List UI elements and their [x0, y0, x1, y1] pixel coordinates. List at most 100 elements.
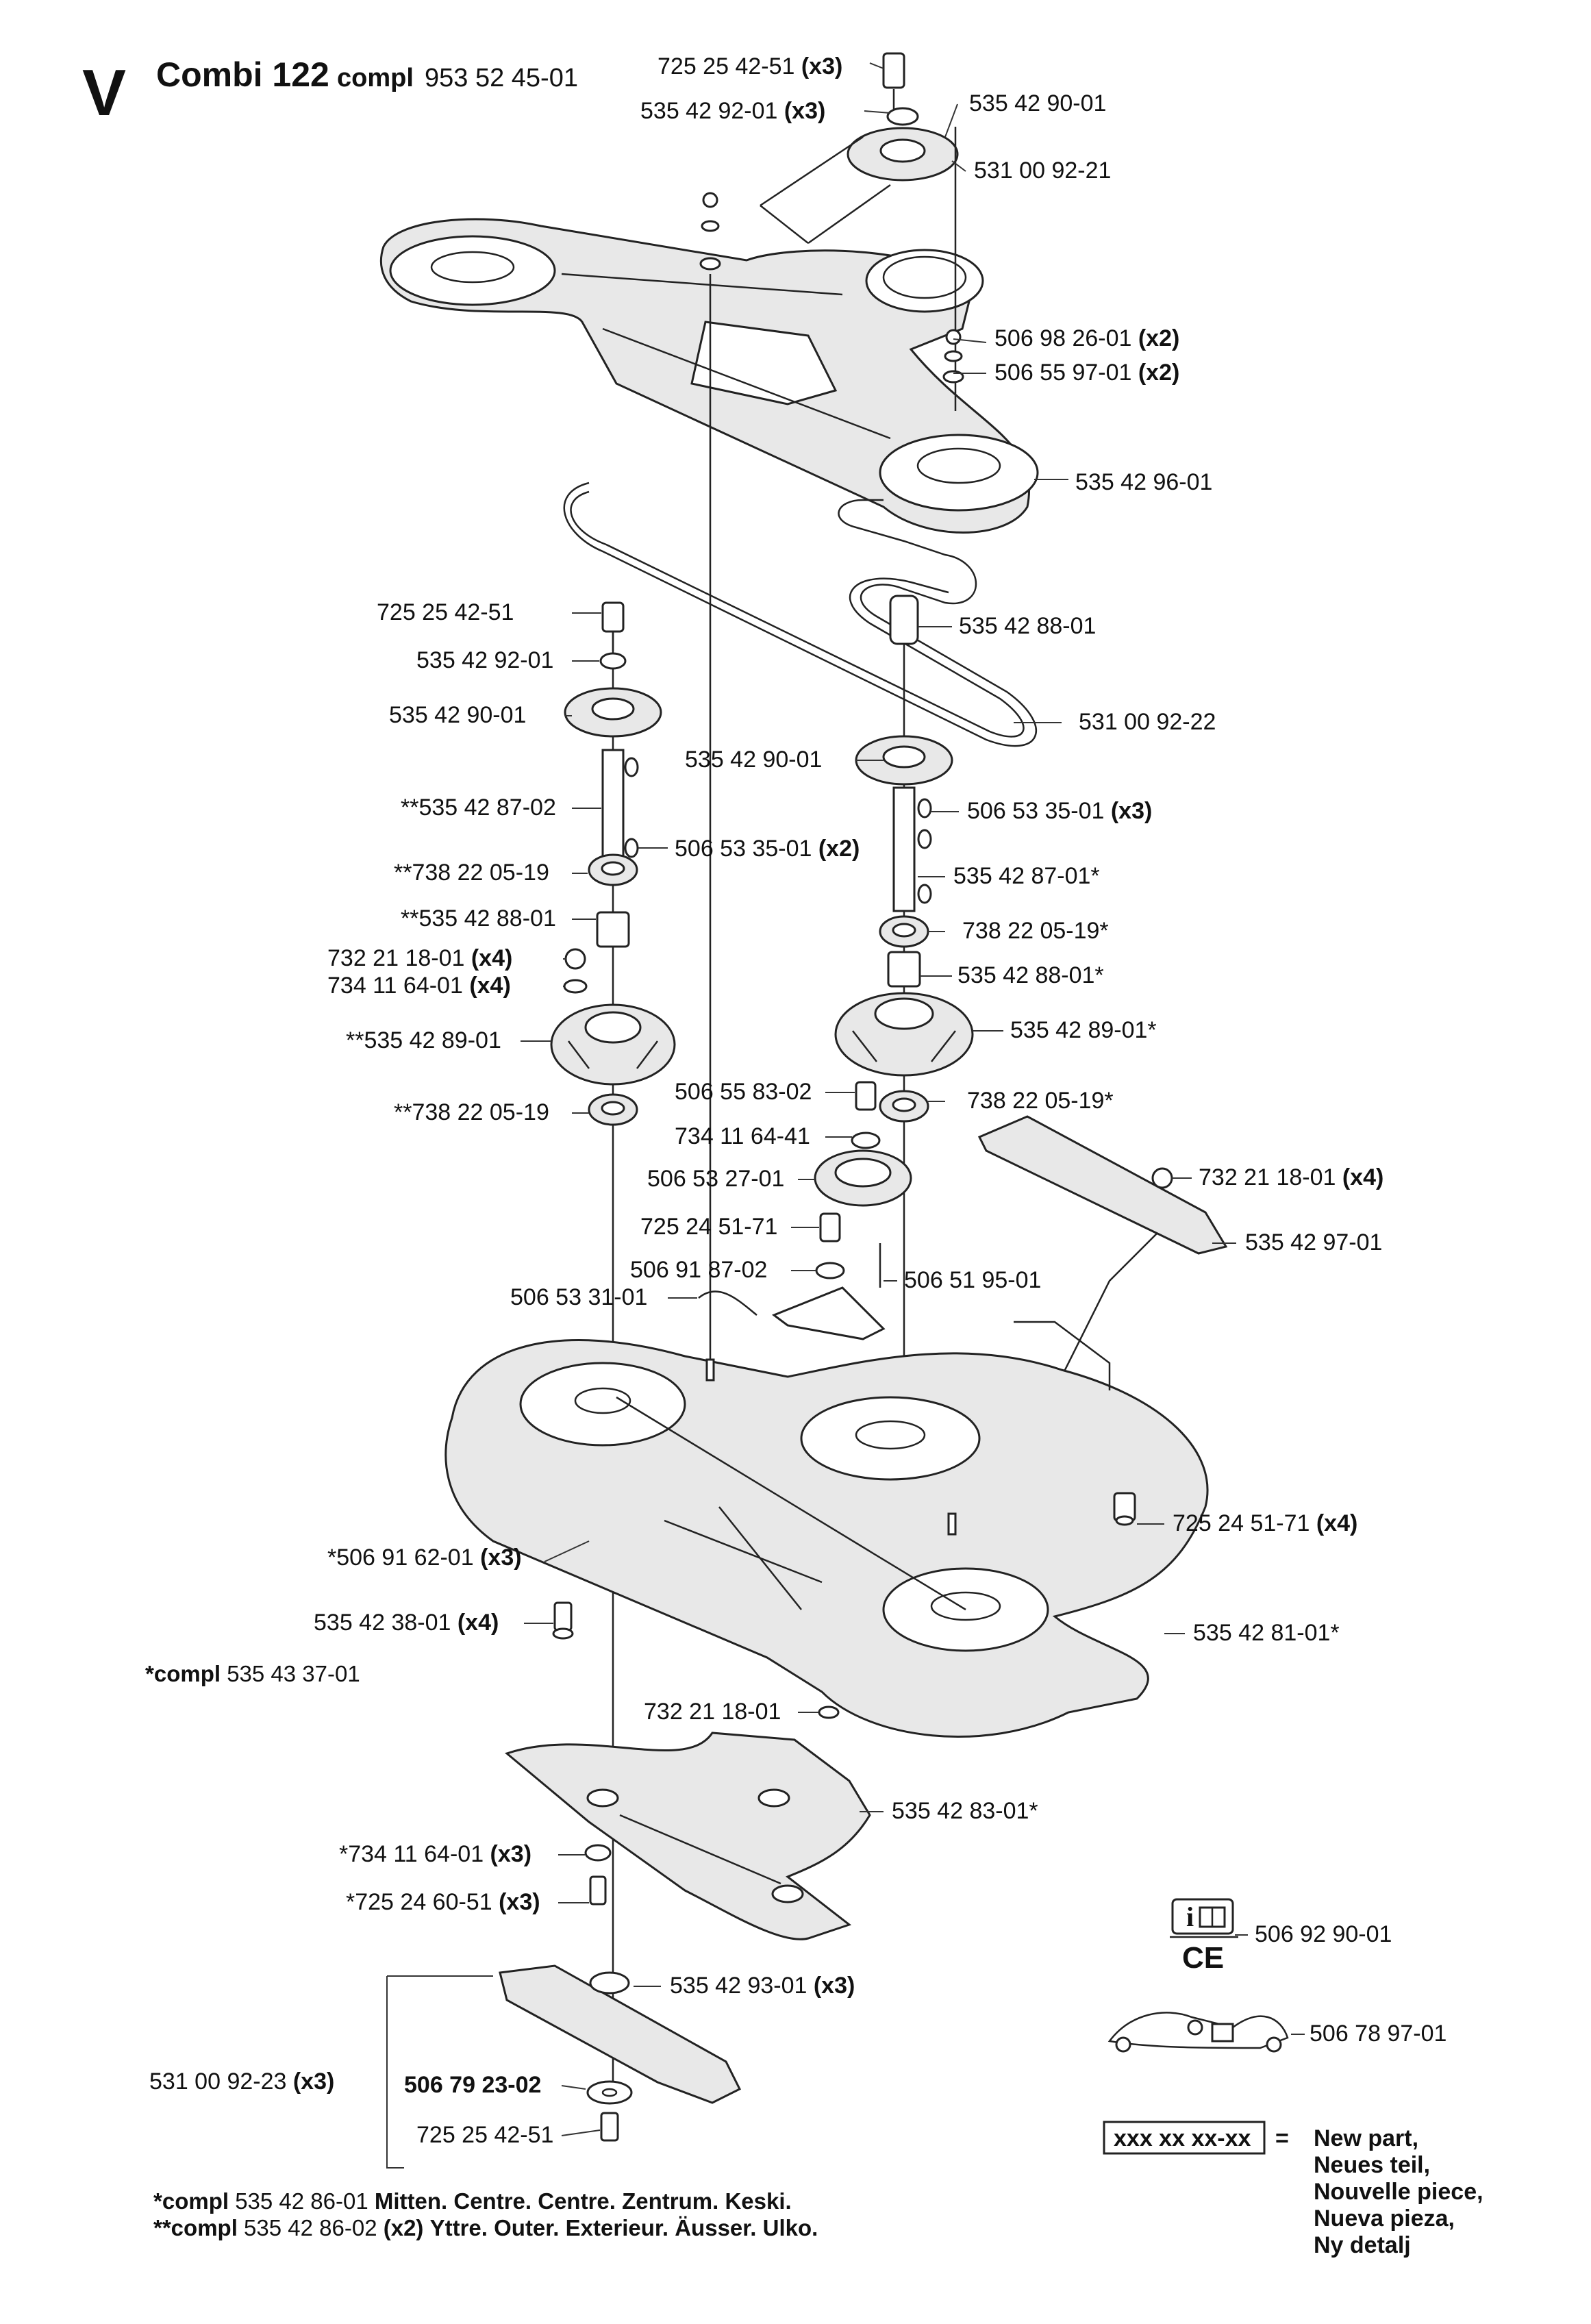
header-compl-word: compl [337, 64, 414, 92]
part-label: 732 21 18-01 [644, 1699, 781, 1725]
part-label: 535 42 90-01 [969, 90, 1106, 116]
part-label: 738 22 05-19* [967, 1088, 1114, 1114]
part-number: 531 00 92-21 [974, 158, 1111, 184]
part-number: 531 00 92-23 [149, 2069, 286, 2095]
part-label: 506 53 31-01 [510, 1284, 647, 1310]
part-label: **738 22 05-19 [394, 860, 549, 886]
part-quantity: (x3) [492, 1889, 540, 1915]
part-quantity: (x3) [286, 2069, 334, 2095]
part-number: 535 42 89-01* [1010, 1017, 1157, 1043]
part-labels: 725 25 42-51 (x3)535 42 92-01 (x3)535 42… [149, 53, 1446, 2148]
part-label: 535 42 38-01 (x4) [314, 1610, 499, 1636]
part-label: 734 11 64-41 [675, 1123, 810, 1149]
part-quantity: (x4) [1336, 1164, 1383, 1190]
svg-text:*compl 535 43 37-01: *compl 535 43 37-01 [145, 1661, 360, 1686]
part-number: **738 22 05-19 [394, 860, 549, 886]
part-label: 506 91 87-02 [630, 1257, 767, 1283]
part-label: 732 21 18-01 (x4) [327, 945, 512, 971]
part-quantity: (x3) [777, 98, 825, 124]
part-number: 506 92 90-01 [1255, 1921, 1392, 1947]
part-quantity: (x2) [1131, 360, 1179, 386]
part-number: 725 25 42-51 [657, 53, 794, 79]
part-label: **535 42 87-02 [401, 795, 556, 821]
part-number: 725 25 42-51 [377, 599, 514, 625]
part-label: 535 42 93-01 (x3) [670, 1973, 855, 1999]
part-label: 506 53 35-01 (x2) [675, 836, 860, 862]
part-label: 732 21 18-01 (x4) [1199, 1164, 1383, 1190]
part-quantity: (x3) [484, 1841, 531, 1867]
part-number: 535 42 83-01* [892, 1798, 1038, 1824]
tensioner-assembly [698, 1081, 912, 1340]
part-label: 535 42 89-01* [1010, 1017, 1157, 1043]
part-label: 506 79 23-02 [404, 2072, 541, 2098]
part-label: *734 11 64-01 (x3) [339, 1841, 531, 1867]
svg-text:i: i [1186, 1901, 1194, 1932]
legend-box-text: xxx xx xx-xx [1114, 2125, 1251, 2151]
drive-belt [563, 482, 1037, 747]
part-number: 506 78 97-01 [1310, 2021, 1446, 2047]
part-label: 535 42 81-01* [1193, 1620, 1340, 1646]
part-number: 506 79 23-02 [404, 2072, 541, 2098]
legend-new-part: xxx xx xx-xx = New part, Neues teil, Nou… [1103, 2121, 1483, 2258]
part-quantity: (x3) [807, 1973, 855, 1999]
part-label: 738 22 05-19* [962, 918, 1109, 944]
part-label: 725 24 51-71 (x4) [1173, 1510, 1357, 1536]
part-number: **738 22 05-19 [394, 1099, 549, 1125]
part-label: 535 42 90-01 [389, 702, 526, 728]
part-number: 506 53 35-01 [675, 836, 812, 862]
part-number: 506 98 26-01 [994, 325, 1131, 351]
part-quantity: (x4) [451, 1610, 499, 1636]
part-label: 734 11 64-01 (x4) [327, 973, 511, 999]
part-quantity: (x2) [1131, 325, 1179, 351]
part-number: 506 91 87-02 [630, 1257, 767, 1283]
legend-line-5: Ny detalj [1314, 2232, 1411, 2258]
part-number: 535 42 90-01 [685, 747, 822, 773]
part-quantity: (x3) [474, 1545, 522, 1571]
part-number: *725 24 60-51 [346, 1889, 492, 1915]
part-label: **535 42 89-01 [346, 1027, 501, 1053]
part-label: 531 00 92-23 (x3) [149, 2069, 334, 2095]
part-number: 535 42 92-01 [416, 647, 553, 673]
mower-deck [444, 1321, 1209, 1738]
cutting-blade [386, 1964, 742, 2169]
part-number: 725 24 51-71 [1173, 1510, 1310, 1536]
part-number: 725 25 42-51 [416, 2122, 553, 2148]
part-number: 732 21 18-01 [1199, 1164, 1336, 1190]
section-letter: V [82, 56, 126, 129]
page-header: V Combi 122 compl 953 52 45-01 [82, 55, 578, 129]
part-label: 725 24 51-71 [640, 1214, 777, 1240]
part-number: 535 42 88-01 [959, 613, 1096, 639]
part-number: 734 11 64-41 [675, 1123, 810, 1149]
part-label: **535 42 88-01 [401, 905, 556, 932]
ce-mark: CE [1182, 1941, 1224, 1975]
legend-line-1: New part, [1314, 2125, 1418, 2151]
part-label: **738 22 05-19 [394, 1099, 549, 1125]
part-label: 506 98 26-01 (x2) [994, 325, 1179, 351]
part-number: 535 42 90-01 [389, 702, 526, 728]
part-number: 506 51 95-01 [904, 1267, 1041, 1293]
part-label: 506 51 95-01 [904, 1267, 1041, 1293]
part-number: *734 11 64-01 [339, 1841, 484, 1867]
part-label: *506 91 62-01 (x3) [327, 1545, 522, 1571]
part-number: 725 24 51-71 [640, 1214, 777, 1240]
footer-line-1: *compl 535 42 86-01 Mitten. Centre. Cent… [153, 2188, 792, 2214]
part-number: 535 42 38-01 [314, 1610, 451, 1636]
belt-routing-decal-icon [1107, 2012, 1289, 2053]
footer-notes: *compl 535 42 86-01 Mitten. Centre. Cent… [153, 2188, 818, 2240]
part-label: 506 53 35-01 (x3) [967, 798, 1152, 824]
legend-line-2: Neues teil, [1314, 2152, 1430, 2178]
part-number: 506 53 31-01 [510, 1284, 647, 1310]
header-compl-number: 953 52 45-01 [425, 64, 578, 92]
part-label: 506 78 97-01 [1310, 2021, 1446, 2047]
part-number: 535 42 96-01 [1075, 469, 1212, 495]
part-quantity: (x3) [794, 53, 842, 79]
part-number: **535 42 88-01 [401, 905, 556, 932]
part-label: 535 42 88-01 [959, 613, 1096, 639]
part-quantity: (x2) [812, 836, 860, 862]
part-label: 535 42 90-01 [685, 747, 822, 773]
legend-equals: = [1275, 2125, 1289, 2151]
part-label: 535 42 92-01 (x3) [640, 98, 825, 124]
guard-fasteners [699, 192, 964, 1363]
part-number: 506 53 35-01 [967, 798, 1104, 824]
part-label: 535 42 83-01* [892, 1798, 1038, 1824]
